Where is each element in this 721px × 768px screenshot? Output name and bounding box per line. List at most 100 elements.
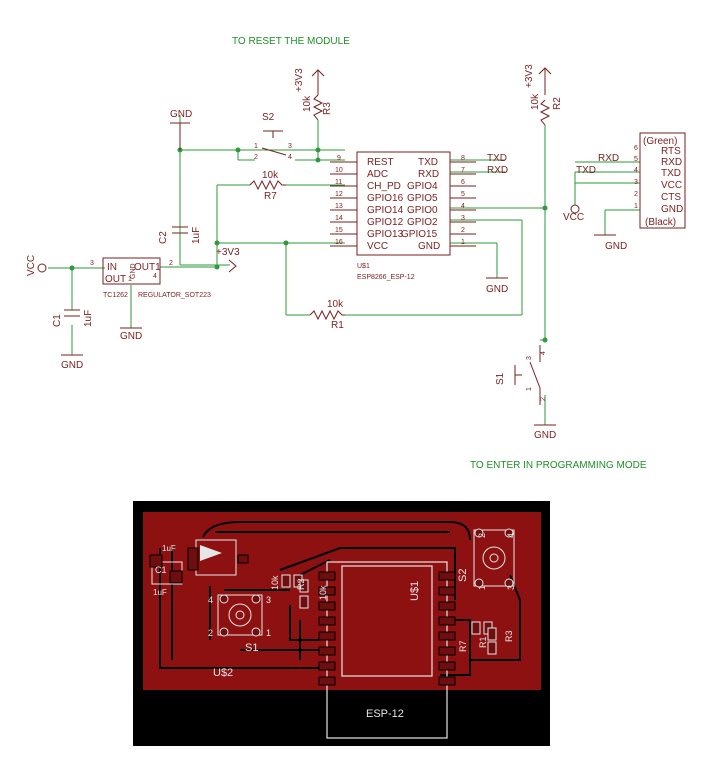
esp-left-pin-label: GPIO16 — [367, 193, 404, 204]
v3v3-label: +3V3 — [216, 247, 240, 258]
r7-value: 10k — [262, 170, 279, 181]
esp-right-pin-label: GPIO4 — [407, 181, 438, 192]
esp-right-pin-label: GPIO15 — [401, 229, 438, 240]
pcb-c2-value: 1uF — [162, 544, 176, 553]
header-net-txd: TXD — [576, 165, 596, 176]
esp-net-txd: TXD — [487, 153, 507, 164]
header-pin-num: 4 — [634, 167, 638, 174]
pcb-u1-label: U$1 — [409, 581, 421, 601]
s2-pin: 3 — [288, 143, 292, 150]
esp-right-pin-label: GND — [418, 241, 440, 252]
esp-right-pin-num: 8 — [461, 155, 465, 162]
esp-left-pin-num: 14 — [335, 215, 343, 222]
header-net-rxd: RXD — [598, 153, 619, 164]
vcc-terminal — [37, 263, 47, 273]
s2-pin: 1 — [254, 143, 258, 150]
header-pin-label: VCC — [661, 180, 682, 191]
pcb-switch-pin: 1 — [477, 585, 487, 590]
c2-label: C2 — [158, 231, 169, 244]
gnd-label: GND — [61, 360, 83, 371]
resistor-footprints — [281, 574, 497, 655]
esp-left-pin-label: GPIO13 — [367, 229, 404, 240]
esp-right-pin-num: 2 — [461, 227, 465, 234]
reg-gnd-pin: GND — [130, 263, 137, 279]
reg-pin-num: 3 — [90, 260, 94, 267]
s2-pin: 4 — [288, 154, 292, 161]
junction — [315, 157, 321, 163]
gnd-label: GND — [605, 241, 627, 252]
esp-body — [356, 151, 451, 256]
esp-left-pin-num: 9 — [337, 155, 341, 162]
esp-right-pin-label: RXD — [418, 169, 439, 180]
esp-net-rxd: RXD — [487, 165, 508, 176]
resistor-r1 — [309, 309, 345, 321]
esp-right-pin-label: TXD — [418, 157, 438, 168]
reg-pin-num: 4 — [153, 273, 157, 280]
vcc-label: VCC — [26, 255, 37, 276]
program-note: TO ENTER IN PROGRAMMING MODE — [470, 460, 647, 471]
esp-left-pin-num: 11 — [335, 179, 342, 186]
r1-label: R1 — [331, 320, 344, 331]
header-pin-label: CTS — [661, 192, 681, 203]
esp-left-pin-num: 12 — [335, 191, 343, 198]
junction — [214, 240, 220, 246]
header-bottom-label: (Black) — [645, 217, 676, 228]
header-pin-num: 2 — [634, 191, 638, 198]
pcb-r2-label: R2 — [296, 578, 306, 590]
regulator-body — [102, 257, 161, 285]
switch-s2-footprint — [473, 528, 515, 588]
esp-right-pin-num: 5 — [461, 191, 465, 198]
esp-right-pin-label: GPIO0 — [407, 205, 438, 216]
pcb-r1-value: 10k — [270, 575, 280, 590]
esp-right-pin-num: 4 — [461, 203, 465, 210]
pcb-switch-pin: 2 — [208, 628, 213, 638]
switch-s2 — [261, 130, 287, 156]
header-pin-num: 3 — [634, 179, 638, 186]
pcb-switch-pin: 4 — [506, 533, 516, 538]
r7-label: R7 — [264, 191, 277, 202]
c1-value: 1uF — [83, 310, 94, 327]
esp-pin-stubs — [330, 161, 476, 247]
esp-left-pin-label: GPIO14 — [367, 205, 404, 216]
esp-left-pin-num: 10 — [335, 167, 343, 174]
v3v3-label: +3V3 — [294, 68, 305, 92]
resistor-r3 — [312, 94, 324, 121]
v3v3-label: +3V3 — [524, 64, 535, 88]
pcb-r7-label: R7 — [458, 640, 468, 652]
schematic: TO RESET THE MODULE TO ENTER IN PROGRAMM… — [26, 36, 686, 471]
esp-left-pin-num: 16 — [335, 239, 343, 246]
esp-right-pin-label: GPIO5 — [407, 193, 438, 204]
switch-s1-footprint — [217, 594, 263, 637]
s1-pin: 4 — [540, 351, 547, 355]
s2-pin: 2 — [254, 154, 258, 161]
esp-left-pin-num: 13 — [335, 203, 343, 210]
gnd-label: GND — [170, 109, 192, 120]
pcb-r3-label: R3 — [504, 630, 514, 642]
pcb-switch-pin: 3 — [506, 585, 516, 590]
header-pin-label: RTS — [661, 146, 681, 157]
pcb-switch-pin: 1 — [266, 628, 271, 638]
pcb-u2-label: U$2 — [213, 667, 233, 679]
junction — [542, 337, 548, 343]
reg-pin-num: 2 — [169, 260, 173, 267]
gnd-label: GND — [486, 284, 508, 295]
capacitor-footprints — [149, 554, 183, 585]
r2-value: 10k — [530, 93, 541, 110]
esp-right-pin-num: 1 — [461, 239, 465, 246]
reg-value: REGULATOR_SOT223 — [138, 292, 211, 299]
resistors — [249, 94, 551, 321]
esp-left-pin-label: REST — [367, 157, 394, 168]
resistor-r7 — [249, 179, 286, 191]
schematic-wires — [48, 115, 640, 425]
header-pin-num: 6 — [634, 145, 638, 152]
pcb-switch-pin: 2 — [477, 533, 487, 538]
pcb-layout: ESP-12 U$1 U$2 S1 S2 C1 1uF 1uF 10k 10k … — [133, 501, 550, 746]
esp-pads — [318, 571, 456, 686]
pcb-r2-value: 10k — [318, 585, 328, 600]
junction — [214, 264, 220, 270]
r1-value: 10k — [327, 299, 344, 310]
esp-left-pin-label: GPIO12 — [367, 217, 404, 228]
header-pin-num: 5 — [634, 156, 638, 163]
header-pin-num: 1 — [634, 203, 638, 210]
